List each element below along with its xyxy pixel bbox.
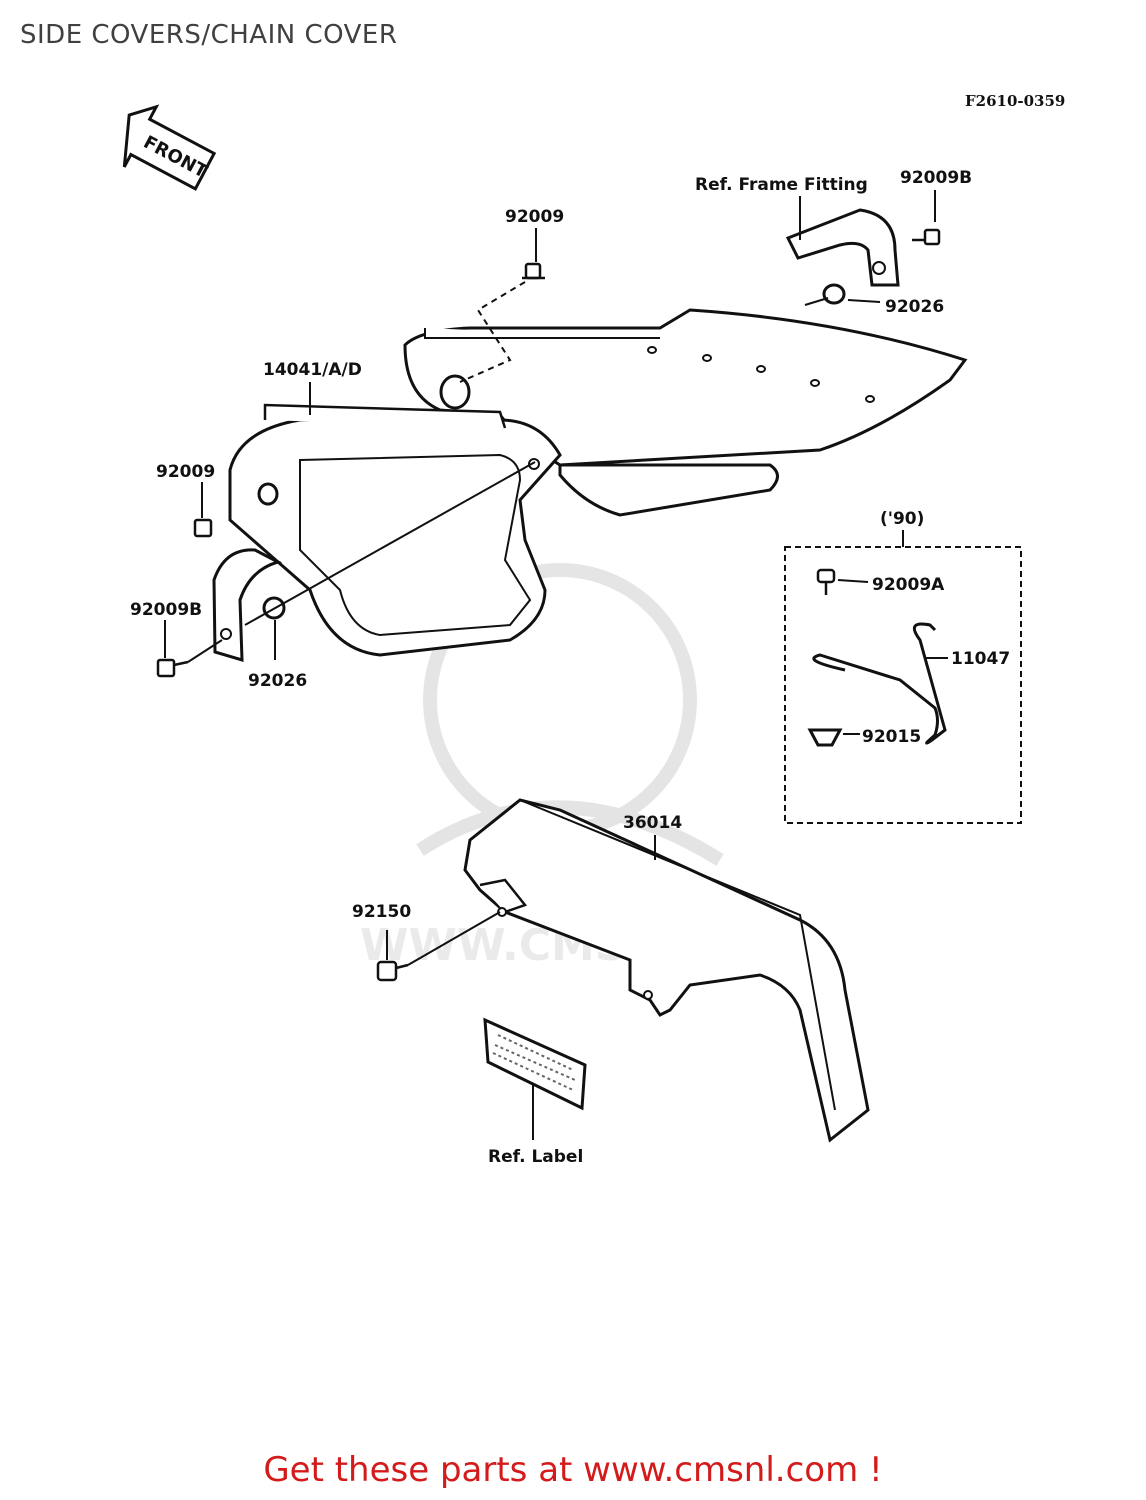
bolt-icon <box>156 228 941 982</box>
parts-diagram: WWW.CMSNL.COM F2610-0359 FRONT <box>122 92 1065 1167</box>
heat-shield-bracket <box>212 548 283 663</box>
label-92009-left: 92009 <box>156 462 215 482</box>
label-92026-top: 92026 <box>885 297 944 317</box>
label-92150: 92150 <box>352 902 411 922</box>
footer-promo: Get these parts at www.cmsnl.com ! <box>0 1450 1146 1490</box>
label-36014: 36014 <box>623 813 682 833</box>
label-92026-left: 92026 <box>248 671 307 691</box>
ref-label-sticker <box>483 1017 587 1111</box>
side-cover-14041 <box>228 308 968 657</box>
label-11047: 11047 <box>951 649 1010 669</box>
spring-11047 <box>812 622 947 745</box>
front-arrow-icon: FRONT <box>122 104 217 191</box>
page-title: SIDE COVERS/CHAIN COVER <box>20 20 398 50</box>
label-ref-label: Ref. Label <box>488 1147 583 1167</box>
label-14041: 14041/A/D <box>263 360 362 380</box>
leader-lines <box>164 190 948 1140</box>
label-92009-top: 92009 <box>505 207 564 227</box>
label-92015: 92015 <box>862 727 921 747</box>
frame-fitting <box>785 208 900 287</box>
figure-code: F2610-0359 <box>965 92 1065 110</box>
label-year-90: ('90) <box>880 509 924 529</box>
label-ref-frame-fitting: Ref. Frame Fitting <box>695 175 868 195</box>
label-92009B-left: 92009B <box>130 600 202 620</box>
label-92009A: 92009A <box>872 575 945 595</box>
year-90-box <box>784 546 1022 824</box>
chain-cover-36014 <box>463 798 870 1143</box>
label-92009B-top: 92009B <box>900 168 972 188</box>
footer-link[interactable]: Get these parts at www.cmsnl.com ! <box>263 1450 883 1490</box>
